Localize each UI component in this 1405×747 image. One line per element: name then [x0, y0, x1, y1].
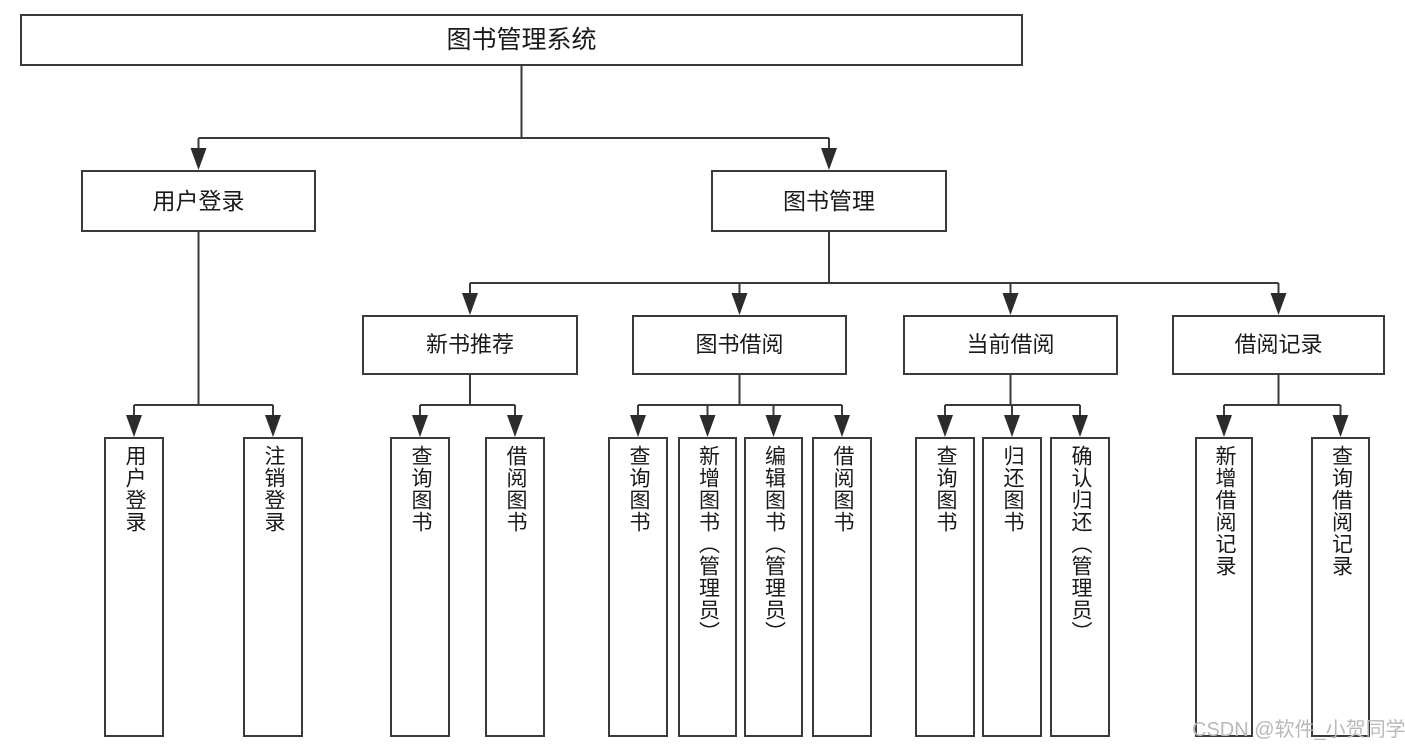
- node-label: 新书推荐: [425, 332, 514, 358]
- node-leaf-logout[interactable]: 注销登录: [243, 437, 303, 737]
- node-label: 查询图书: [934, 445, 958, 533]
- node-label: 新增借阅记录: [1213, 445, 1237, 577]
- node-label: 确认归还（管理员）: [1069, 445, 1093, 643]
- node-leaf-add-record[interactable]: 新增借阅记录: [1195, 437, 1253, 737]
- node-new-book-rec[interactable]: 新书推荐: [362, 315, 578, 375]
- node-label: 用户登录: [123, 445, 147, 533]
- node-leaf-borrow-book-2[interactable]: 借阅图书: [812, 437, 872, 737]
- node-borrow-record[interactable]: 借阅记录: [1172, 315, 1385, 375]
- node-label: 借阅图书: [831, 445, 855, 533]
- node-user-login[interactable]: 用户登录: [81, 170, 316, 232]
- node-label: 编辑图书（管理员）: [762, 445, 786, 643]
- node-label: 图书管理系统: [446, 25, 597, 54]
- node-label: 归还图书: [1001, 445, 1025, 533]
- node-leaf-return-book[interactable]: 归还图书: [982, 437, 1042, 737]
- node-label: 用户登录: [152, 187, 245, 214]
- node-label: 查询图书: [409, 445, 433, 533]
- node-leaf-borrow-book-1[interactable]: 借阅图书: [485, 437, 545, 737]
- node-leaf-query-record[interactable]: 查询借阅记录: [1311, 437, 1370, 737]
- node-label: 当前借阅: [966, 332, 1055, 358]
- node-leaf-edit-book[interactable]: 编辑图书（管理员）: [744, 437, 803, 737]
- node-book-borrow[interactable]: 图书借阅: [632, 315, 847, 375]
- node-root[interactable]: 图书管理系统: [20, 14, 1023, 66]
- node-leaf-query-book-3[interactable]: 查询图书: [915, 437, 975, 737]
- node-leaf-user-login[interactable]: 用户登录: [104, 437, 164, 737]
- node-label: 注销登录: [262, 445, 286, 533]
- node-label: 图书借阅: [695, 332, 784, 358]
- node-leaf-query-book-2[interactable]: 查询图书: [608, 437, 668, 737]
- node-label: 查询借阅记录: [1329, 445, 1353, 577]
- node-label: 图书管理: [783, 187, 875, 214]
- node-label: 新增图书（管理员）: [696, 445, 720, 643]
- node-label: 借阅记录: [1234, 332, 1323, 358]
- node-leaf-confirm-ret[interactable]: 确认归还（管理员）: [1050, 437, 1110, 737]
- watermark-text: CSDN @软件_小贺同学: [1192, 719, 1405, 741]
- node-book-manage[interactable]: 图书管理: [711, 170, 947, 232]
- node-leaf-query-book-1[interactable]: 查询图书: [390, 437, 450, 737]
- node-label: 借阅图书: [504, 445, 528, 533]
- node-current-borrow[interactable]: 当前借阅: [903, 315, 1118, 375]
- node-label: 查询图书: [627, 445, 651, 533]
- node-leaf-add-book[interactable]: 新增图书（管理员）: [678, 437, 737, 737]
